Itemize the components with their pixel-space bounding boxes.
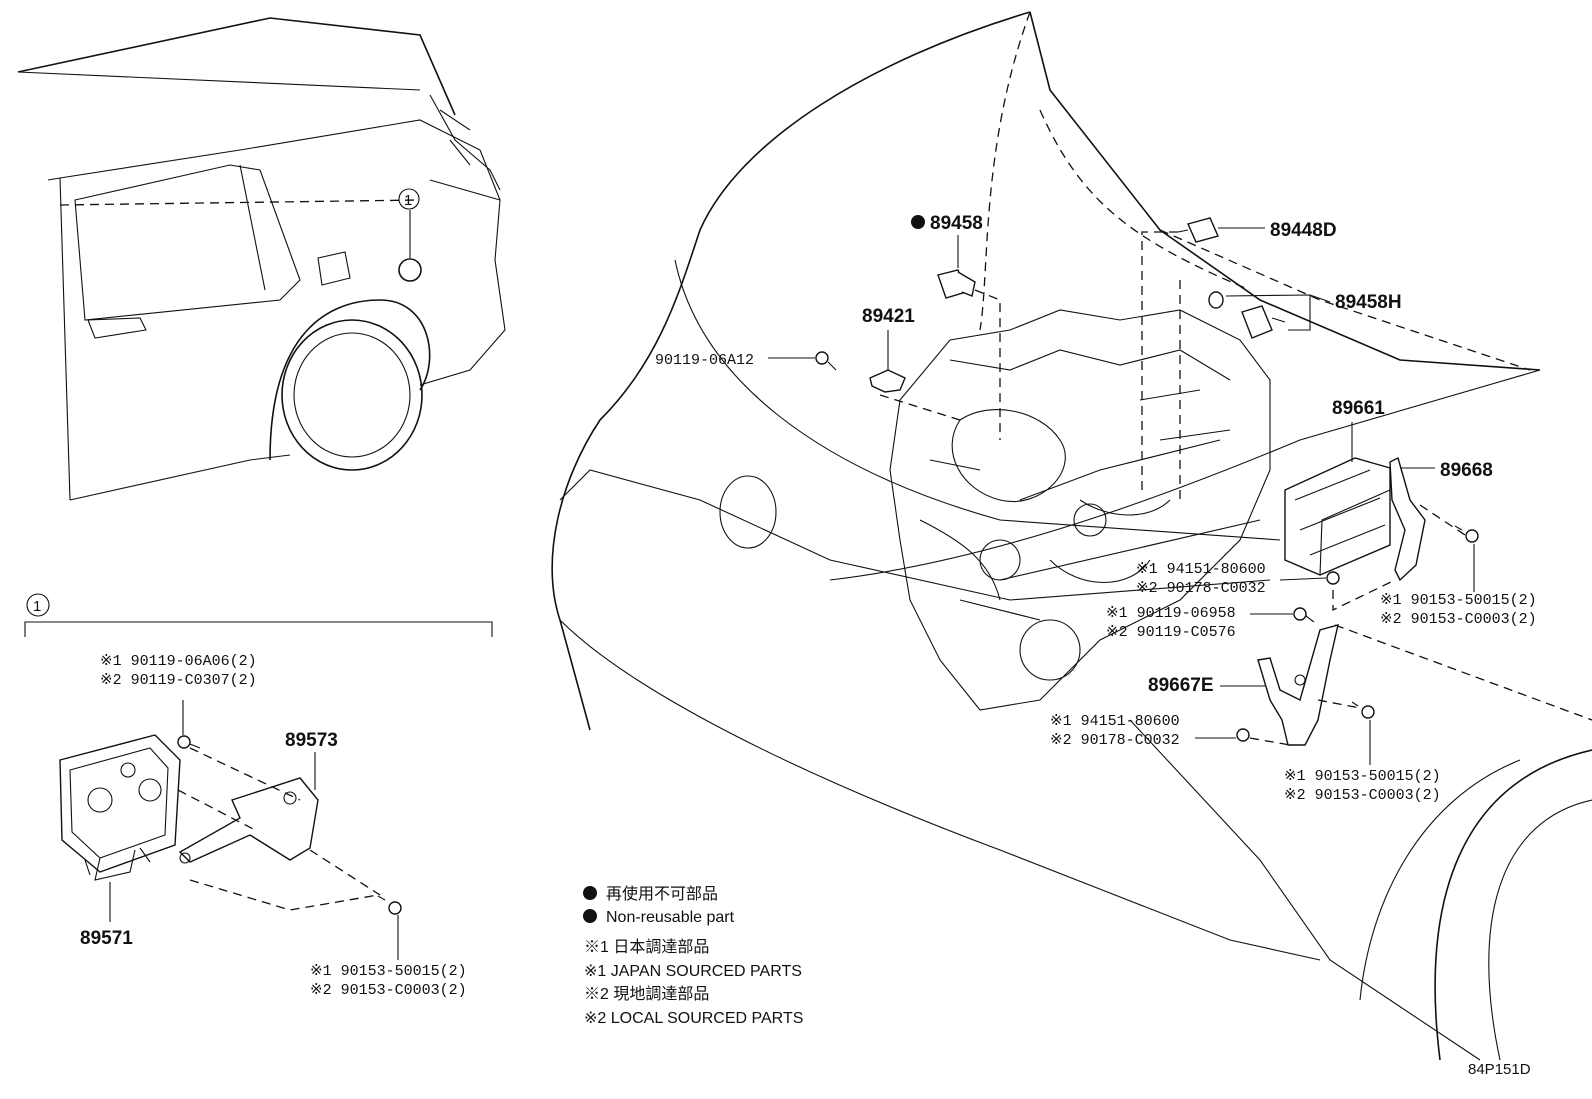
bolt-icon bbox=[1454, 525, 1479, 543]
ecu-nut-note-2: ※2 90178-C0032 bbox=[1136, 580, 1266, 597]
lower-bolt-note-2: ※2 90153-C0003(2) bbox=[1284, 787, 1441, 804]
sensor-89448D-shape bbox=[1177, 217, 1219, 243]
legend-line-1: 再使用不可部品 bbox=[606, 885, 718, 903]
callout-89448D: 89448D bbox=[1270, 220, 1337, 241]
callout-89458H: 89458H bbox=[1335, 292, 1402, 313]
bolt-icon bbox=[1351, 701, 1375, 719]
callout-marker-1: 1 bbox=[404, 192, 412, 209]
callout-89421: 89421 bbox=[862, 306, 915, 327]
legend-line-6: ※2 LOCAL SOURCED PARTS bbox=[584, 1010, 803, 1027]
nut-icon bbox=[1326, 571, 1340, 585]
callout-89571: 89571 bbox=[80, 928, 133, 949]
callout-89668: 89668 bbox=[1440, 460, 1493, 481]
sensor-89458-shape bbox=[937, 269, 976, 299]
legend-line-4: ※1 JAPAN SOURCED PARTS bbox=[584, 963, 802, 980]
callout-89667E: 89667E bbox=[1148, 675, 1214, 696]
non-reusable-dot-icon bbox=[583, 909, 597, 923]
screw-icon bbox=[177, 735, 201, 749]
nut-icon bbox=[1236, 728, 1250, 742]
bolt-icon bbox=[1293, 607, 1315, 623]
callout-90119-06A12: 90119-06A12 bbox=[655, 352, 754, 369]
legend-line-3: ※1 日本調達部品 bbox=[584, 938, 709, 956]
engine-block bbox=[889, 309, 1271, 711]
sensor-89458H-shape bbox=[1208, 291, 1286, 339]
lower-bolt-note-1: ※1 90153-50015(2) bbox=[1284, 768, 1441, 785]
inset-screw-note-2: ※2 90119-C0307(2) bbox=[100, 672, 257, 689]
bracket-bolt-note-2: ※2 90153-C0003(2) bbox=[1380, 611, 1537, 628]
non-reusable-dot-icon bbox=[911, 215, 925, 229]
inset-detail-1: 1 bbox=[24, 593, 493, 999]
callout-89458: 89458 bbox=[930, 213, 983, 234]
engine-bay-view: 89458 89421 90119-06A12 89448D bbox=[551, 11, 1592, 1061]
legend-line-5: ※2 現地調達部品 bbox=[584, 985, 709, 1003]
inset-bolt-note-2: ※2 90153-C0003(2) bbox=[310, 982, 467, 999]
bracket-89667E-shape bbox=[1257, 624, 1339, 746]
legend: 再使用不可部品 Non-reusable part ※1 日本調達部品 ※1 J… bbox=[583, 885, 803, 1027]
ecu-nut-note-1: ※1 94151-80600 bbox=[1136, 561, 1266, 578]
inset-screw-note-1: ※1 90119-06A06(2) bbox=[100, 653, 257, 670]
bracket-bolt-note-1: ※1 90153-50015(2) bbox=[1380, 592, 1537, 609]
ecu-bolt-note-1: ※1 90119-06958 bbox=[1106, 605, 1236, 622]
lower-nut-note-2: ※2 90178-C0032 bbox=[1050, 732, 1180, 749]
callout-89661: 89661 bbox=[1332, 398, 1385, 419]
inset-marker: 1 bbox=[33, 598, 41, 615]
bracket-89573-shape bbox=[178, 777, 319, 864]
bolt-icon bbox=[377, 895, 402, 915]
diagram-reference-code: 84P151D bbox=[1468, 1061, 1531, 1078]
sensor-89421-shape bbox=[869, 360, 906, 393]
bolt-icon bbox=[815, 351, 837, 371]
lower-nut-note-1: ※1 94151-80600 bbox=[1050, 713, 1180, 730]
non-reusable-dot-icon bbox=[583, 886, 597, 900]
inset-bolt-note-1: ※1 90153-50015(2) bbox=[310, 963, 467, 980]
bracket-89668-shape bbox=[1389, 456, 1426, 582]
legend-line-2: Non-reusable part bbox=[606, 909, 735, 926]
callout-89573: 89573 bbox=[285, 730, 338, 751]
rear-vehicle-view: 1 bbox=[17, 17, 506, 501]
ecu-bolt-note-2: ※2 90119-C0576 bbox=[1106, 624, 1236, 641]
ecu-89571-shape bbox=[59, 734, 181, 881]
ecu-89661-shape bbox=[1284, 457, 1391, 576]
